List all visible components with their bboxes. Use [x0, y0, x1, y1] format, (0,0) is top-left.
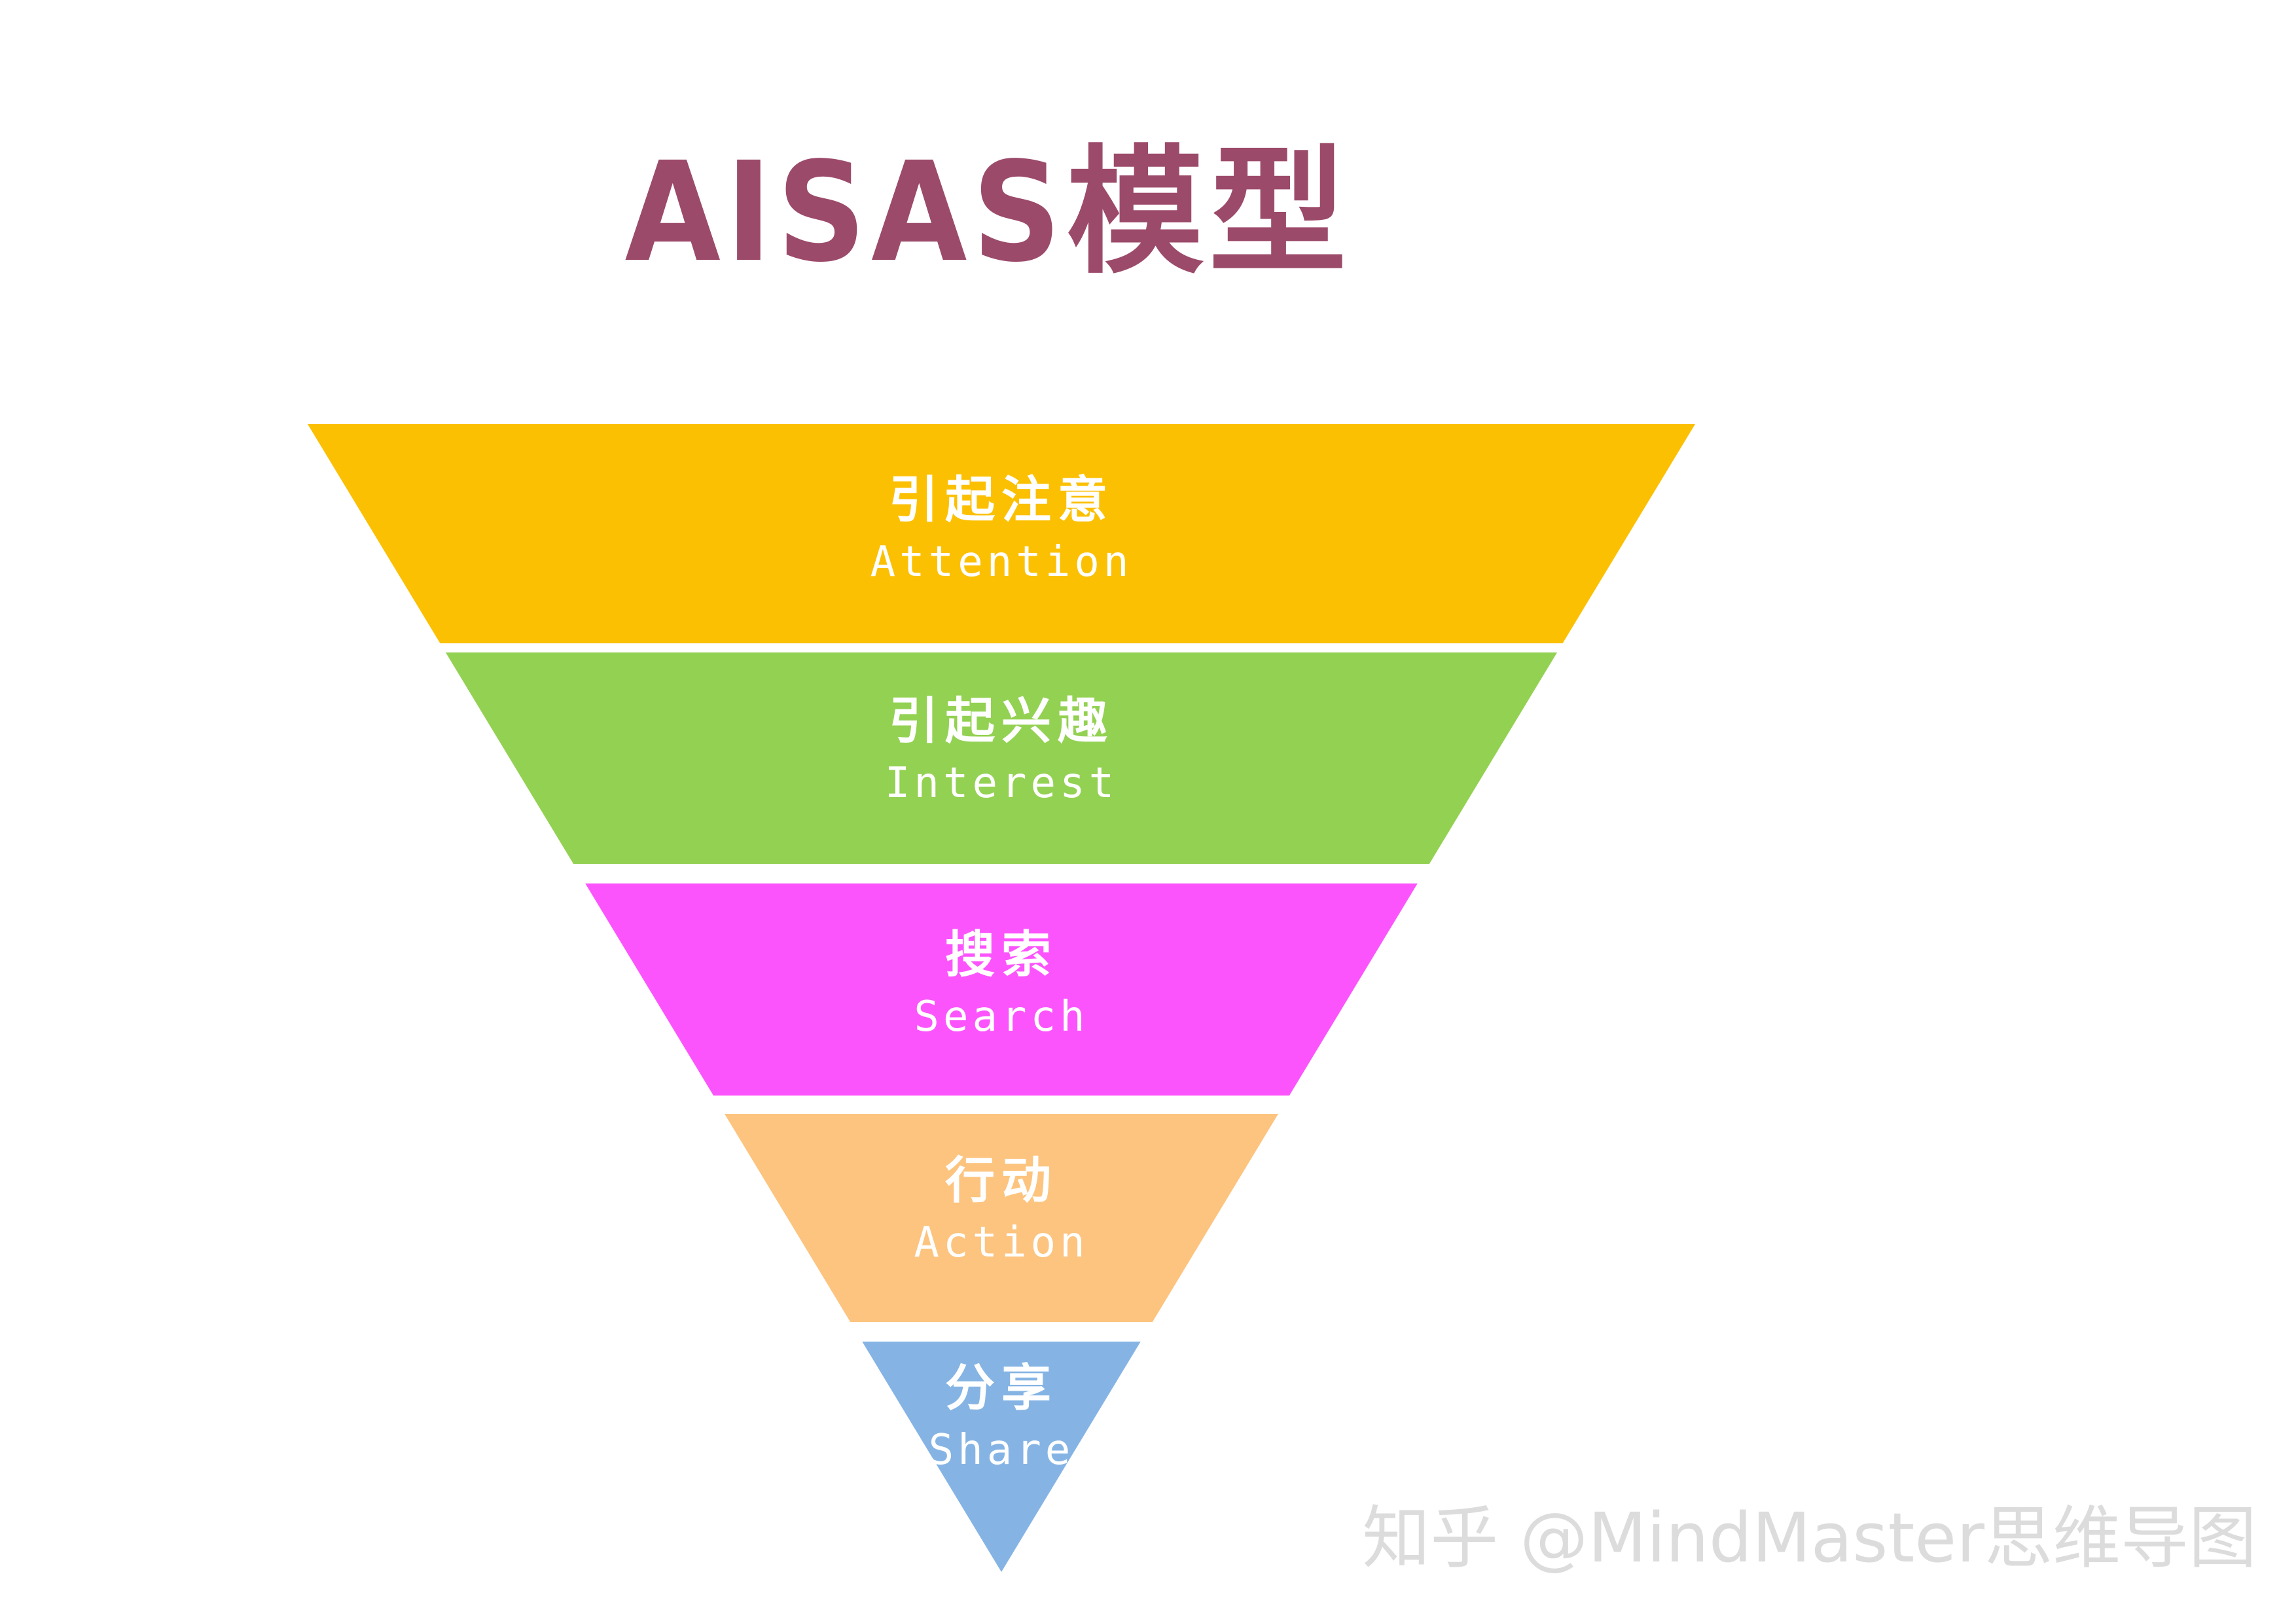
funnel-stage-interest: 引起兴趣 Interest	[445, 652, 1558, 864]
funnel-band-share	[862, 1342, 1141, 1572]
funnel-label-en-interest: Interest	[885, 759, 1118, 808]
funnel-stage-search: 搜索 Search	[585, 883, 1418, 1096]
funnel-band-interest	[445, 652, 1558, 864]
funnel-label-en-attention: Attention	[870, 538, 1133, 586]
diagram-title: AISAS模型	[624, 132, 1352, 293]
funnel-label-cn-share: 分享	[945, 1359, 1058, 1417]
funnel-band-action	[724, 1114, 1279, 1322]
funnel-label-cn-attention: 引起注意	[889, 471, 1114, 529]
funnel-label-cn-search: 搜索	[945, 925, 1058, 984]
funnel-label-cn-action: 行动	[945, 1151, 1058, 1209]
watermark: 知乎 @MindMaster思维导图	[1362, 1498, 2257, 1578]
funnel-stage-share: 分享 Share	[862, 1342, 1141, 1572]
funnel-stage-action: 行动 Action	[724, 1114, 1279, 1322]
funnel-band-search	[585, 883, 1418, 1096]
funnel-label-cn-interest: 引起兴趣	[889, 692, 1114, 750]
funnel-label-en-share: Share	[929, 1426, 1075, 1474]
funnel-band-attention	[308, 424, 1695, 643]
funnel-label-en-action: Action	[914, 1219, 1088, 1267]
funnel-stage-attention: 引起注意 Attention	[308, 424, 1695, 643]
funnel-label-en-search: Search	[914, 993, 1088, 1041]
